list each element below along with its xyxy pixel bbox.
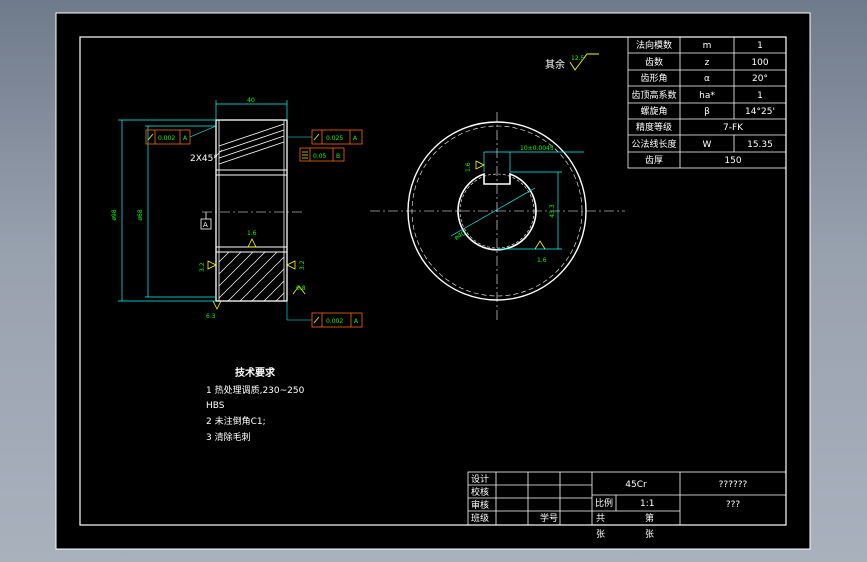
tolerance-frame-right-1 [287,129,363,145]
tol-left-value: 0.002 [158,135,175,142]
roughness-symbol-icon [569,53,599,71]
tb-class-label: 班级 [471,512,489,524]
runout-icon [147,133,154,141]
param-name: 螺旋角 [640,105,667,117]
param-value: 150 [724,156,741,166]
dim-inner-diameter: ø68 [137,209,144,220]
parameter-table [627,36,787,169]
tb-sheets-unit-2: 张 [645,529,654,540]
param-name: 公法线长度 [631,138,676,150]
tb-scale-value: 1:1 [640,499,654,509]
roughness-marks-front [475,160,546,250]
roughness-value: 1.6 [247,230,257,237]
requirement-line-1b: HBS [206,401,225,411]
datum-marker [200,212,212,230]
dim-outer-diameter: ø98 [111,209,118,220]
front-view [370,112,625,322]
param-symbol: α [704,74,710,84]
requirement-line-3: 3 清除毛刺 [206,431,251,443]
tol-bottom-value: 0.002 [326,318,343,325]
roughness-value: 3.2 [299,260,306,270]
dim-bore-leader [450,187,536,237]
drawing-frame [79,36,787,526]
tolerance-frame-bottom [286,301,363,328]
requirements-title: 技术要求 [235,366,276,379]
section-view [202,119,302,302]
requirement-line-1: 1 热处理调质,230~250 [206,384,305,396]
parallel-icon [302,151,308,159]
tol-right2-ref: B [336,153,340,160]
general-finish-label: 其余 [545,58,565,71]
requirement-line-2: 2 未注倒角C1; [206,415,266,427]
drawing-area [55,12,811,550]
tol-right1-ref: A [353,135,358,142]
param-symbol: m [703,41,712,51]
runout-icon [313,133,320,141]
dim-key-depth [497,171,562,250]
tol-right2-value: 0.05 [313,153,327,160]
param-symbol: z [705,58,710,68]
dim-key-width [483,151,584,172]
param-value: 100 [751,58,768,68]
param-value: 15.35 [747,140,773,150]
tb-material: 45Cr [625,480,647,490]
param-value: 1 [757,91,763,101]
param-symbol: β [704,107,710,117]
tb-drawing-no: ??? [726,500,741,510]
dim-bore-value: ø40 [454,230,467,242]
roughness-marks-section [207,238,306,310]
param-name: 齿顶高系数 [631,89,676,101]
tb-sheet-label: 第 [645,512,654,524]
dim-key-depth-value: 43.3 [549,204,556,218]
tb-student-no-label: 学号 [540,512,558,524]
param-symbol: ha* [699,91,715,101]
tol-right1-value: 0.025 [326,135,343,142]
param-value: 14°25' [745,107,775,117]
param-name: 精度等级 [636,121,672,133]
roughness-value: 1.6 [465,162,472,172]
tb-designer-label: 设计 [471,473,489,485]
datum-label: A [203,221,208,229]
roughness-value: 1.6 [537,257,547,264]
tolerance-frame-right-2 [299,147,345,162]
title-block [467,471,787,526]
param-name: 齿厚 [645,155,663,166]
tb-checker-label: 校核 [471,486,489,498]
roughness-value: 0.8 [296,285,306,292]
param-value: 20° [752,74,768,84]
tol-left-ref: A [183,135,188,142]
tb-reviewer-label: 审核 [471,499,489,511]
dim-lines-left [118,119,216,302]
param-name: 齿数 [645,56,663,68]
tb-total-label: 共 [596,513,605,524]
chamfer-label: 2X45° [190,154,218,164]
roughness-value: 6.3 [206,313,216,320]
tb-part-name: ?????? [719,480,748,490]
tb-sheets-unit-1: 张 [596,529,605,540]
tolerance-frame-left [145,125,217,145]
dim-top-width [215,100,288,120]
runout-icon [313,316,320,324]
param-symbol: W [703,140,712,150]
roughness-value: 3.2 [199,262,206,272]
param-value: 7-FK [723,123,744,133]
param-name: 法向模数 [636,39,672,51]
tb-scale-label: 比例 [595,497,613,509]
tol-bottom-ref: A [354,318,359,325]
param-name: 齿形角 [640,72,667,84]
dim-key-width-value: 10±0.0045 [520,145,554,152]
param-value: 1 [757,41,763,51]
dim-top-width-value: 40 [247,97,255,104]
general-finish-value: 12.5 [571,55,585,62]
